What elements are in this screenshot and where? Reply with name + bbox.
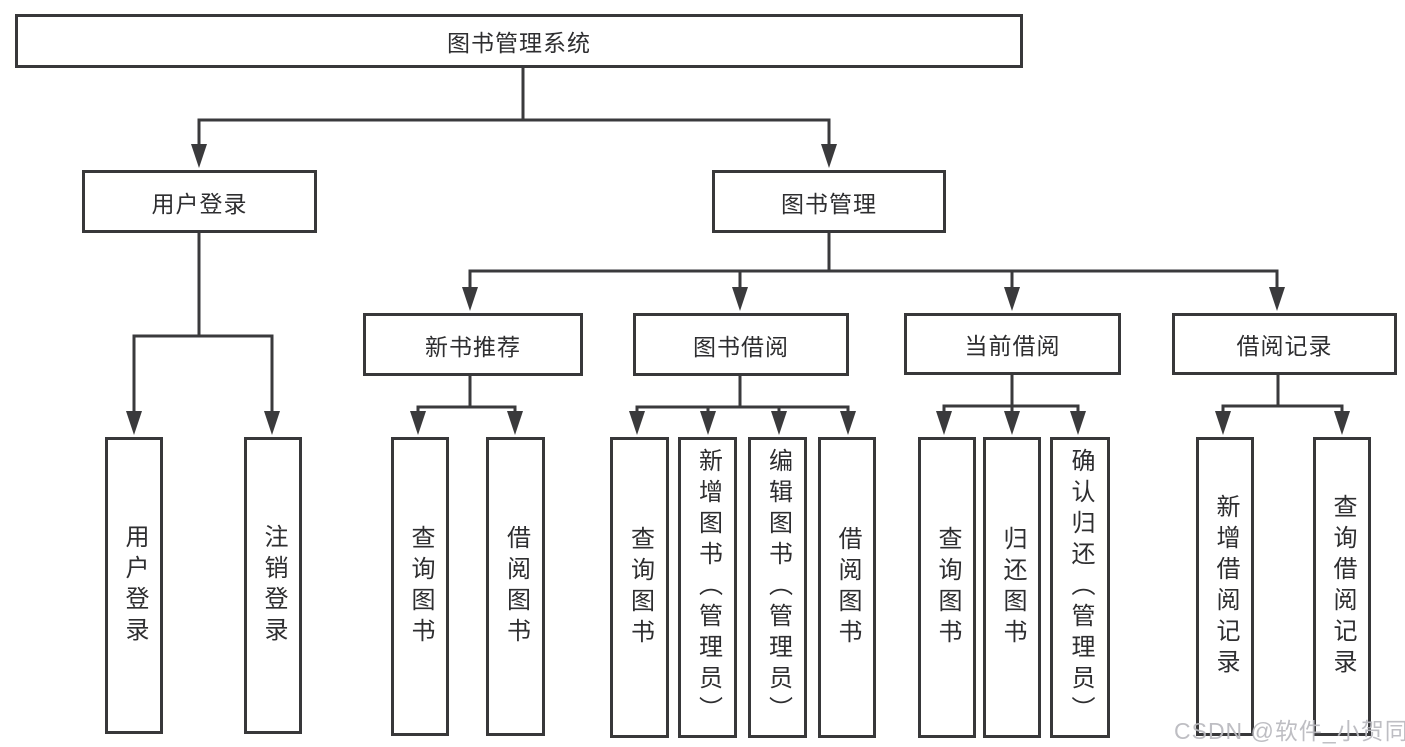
node-label: 新增图书（管理员）	[694, 448, 722, 727]
node-label: 编辑图书（管理员）	[764, 448, 792, 727]
leaf-edit-book-admin: 编辑图书（管理员）	[748, 437, 807, 738]
connector-borrow-record-to-leaves	[1215, 375, 1350, 435]
connector-user-login-to-leaves	[126, 233, 280, 435]
node-label: 借阅记录	[1236, 333, 1333, 359]
leaf-return-book: 归还图书	[983, 437, 1041, 738]
connector-book-borrow-to-leaves	[629, 376, 856, 435]
leaf-borrow-book: 借阅图书	[818, 437, 876, 738]
leaf-logout: 注销登录	[244, 437, 302, 734]
node-label: 查询借阅记录	[1329, 493, 1356, 680]
node-label: 当前借阅	[964, 333, 1061, 359]
leaf-confirm-return-admin: 确认归还（管理员）	[1050, 437, 1110, 738]
node-book-management: 图书管理	[712, 170, 946, 233]
node-label: 归还图书	[999, 525, 1026, 650]
connector-new-book-recommend-to-leaves	[410, 376, 523, 435]
node-current-borrow: 当前借阅	[904, 313, 1121, 375]
leaf-borrow-book-recommend: 借阅图书	[486, 437, 545, 736]
node-label: 注销登录	[260, 523, 287, 648]
leaf-user-login: 用户登录	[105, 437, 163, 734]
connector-current-borrow-to-leaves	[936, 375, 1086, 435]
node-label: 借阅图书	[834, 525, 861, 650]
node-label: 用户登录	[151, 190, 248, 217]
csdn-watermark: CSDN @软件_小贺同学	[1174, 718, 1405, 744]
node-user-login: 用户登录	[82, 170, 317, 233]
connector-book-management-to-level2	[462, 233, 1285, 311]
node-label: 图书管理	[781, 190, 877, 217]
leaf-query-borrow-record: 查询借阅记录	[1313, 437, 1371, 736]
node-label: 查询图书	[934, 525, 961, 650]
node-label: 查询图书	[407, 524, 434, 649]
node-label: 新书推荐	[425, 333, 521, 360]
node-label: 新增借阅记录	[1212, 493, 1239, 680]
node-root-library-system: 图书管理系统	[15, 14, 1023, 68]
node-label: 图书管理系统	[447, 30, 591, 56]
node-label: 图书借阅	[693, 333, 789, 360]
leaf-query-book-current: 查询图书	[918, 437, 976, 738]
node-label: 确认归还（管理员）	[1067, 448, 1094, 727]
node-new-book-recommend: 新书推荐	[363, 313, 583, 376]
node-label: 查询图书	[626, 525, 654, 650]
node-borrow-record: 借阅记录	[1172, 313, 1397, 375]
connector-root-to-level1	[191, 68, 837, 168]
leaf-query-book-recommend: 查询图书	[391, 437, 449, 736]
leaf-add-book-admin: 新增图书（管理员）	[678, 437, 737, 738]
node-book-borrow: 图书借阅	[633, 313, 849, 376]
leaf-add-borrow-record: 新增借阅记录	[1196, 437, 1254, 736]
node-label: 用户登录	[121, 523, 148, 648]
node-label: 借阅图书	[502, 524, 530, 649]
leaf-query-book-borrow: 查询图书	[610, 437, 669, 738]
